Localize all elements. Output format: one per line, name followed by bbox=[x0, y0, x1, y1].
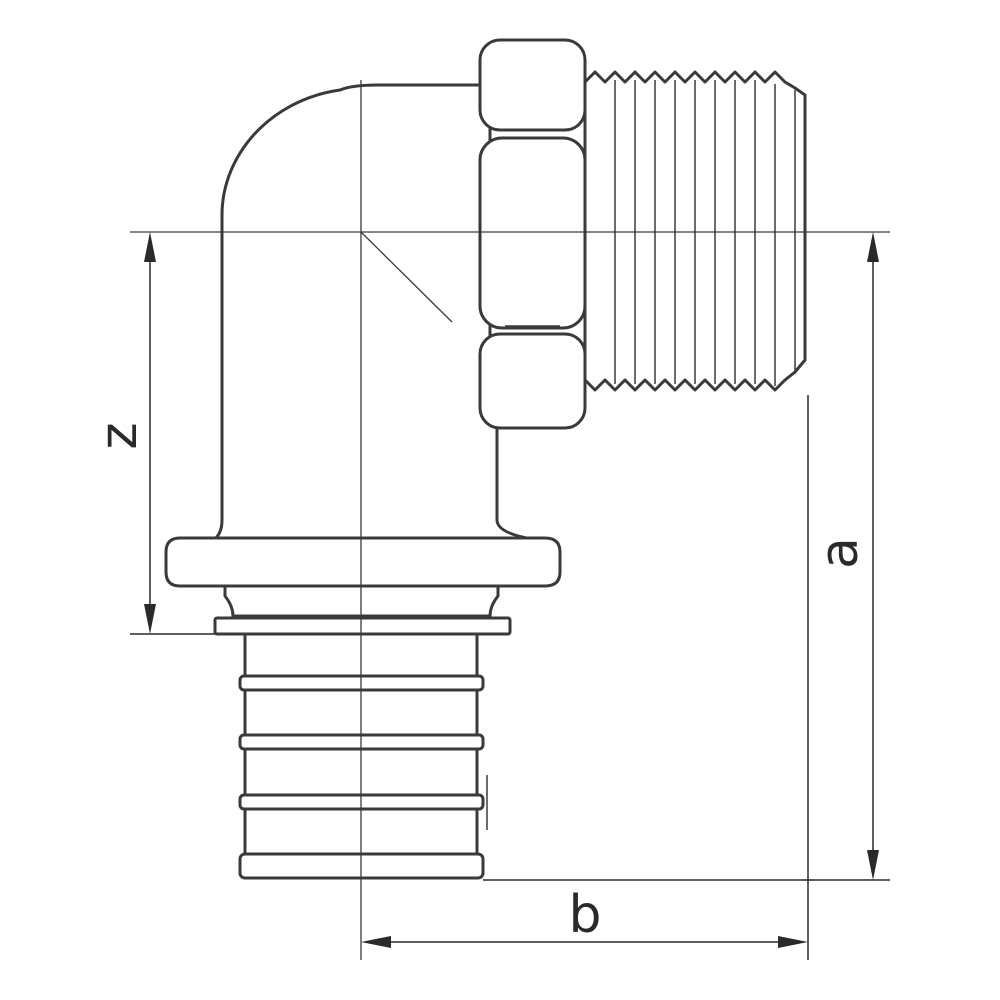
dimension-b: b bbox=[361, 885, 808, 948]
dimension-z: z bbox=[89, 232, 156, 634]
male-thread bbox=[583, 70, 807, 392]
arrowhead bbox=[144, 232, 156, 262]
dimension-label-z: z bbox=[89, 422, 149, 449]
hex-nut bbox=[478, 38, 587, 430]
barbed-pipe-connector bbox=[238, 632, 488, 880]
nut-middle-flat bbox=[478, 136, 587, 330]
arrowhead bbox=[144, 604, 156, 634]
dimension-label-b: b bbox=[568, 885, 601, 945]
nut-top-flat bbox=[478, 38, 587, 132]
diagonal-construction-line bbox=[360, 231, 453, 323]
arrowhead bbox=[867, 850, 879, 880]
collar-ring bbox=[213, 616, 512, 636]
arrowhead bbox=[778, 936, 808, 948]
nut-bottom-flat bbox=[478, 332, 587, 430]
dimension-a: a bbox=[810, 232, 879, 880]
dimension-label-a: a bbox=[810, 537, 870, 569]
arrowhead bbox=[867, 232, 879, 262]
elbow-body bbox=[210, 83, 547, 543]
collar-flange bbox=[164, 536, 562, 588]
arrowhead bbox=[361, 936, 391, 948]
